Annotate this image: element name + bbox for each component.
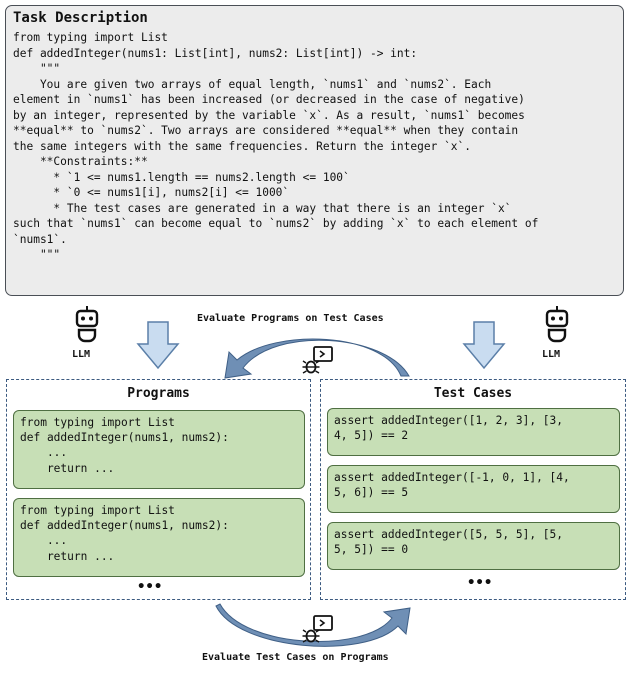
task-line: * The test cases are generated in a way … (13, 201, 512, 215)
task-line: **equal** to `nums2`. Two arrays are con… (13, 124, 519, 137)
code-line: 5, 6]) == 5 (334, 486, 409, 500)
robot-icon (545, 306, 569, 343)
top-caption: Evaluate Programs on Test Cases (197, 313, 384, 324)
task-description-code: from typing import List def addedInteger… (13, 30, 538, 263)
task-description-box: Task Description from typing import List… (5, 5, 624, 296)
task-line: def addedInteger(nums1: List[int], nums2… (13, 46, 418, 60)
code-line: from typing import List (20, 416, 175, 429)
code-line: from typing import List (20, 504, 175, 517)
task-line: * `1 <= nums1.length == nums2.length <= … (13, 170, 350, 184)
task-line: * `0 <= nums1[i], nums2[i] <= 1000` (13, 186, 290, 199)
task-line: """ (13, 62, 61, 75)
code-line: return ... (20, 461, 115, 475)
program-card: from typing import List def addedInteger… (13, 498, 305, 577)
task-line: You are given two arrays of equal length… (13, 77, 492, 91)
tests-more: ••• (467, 575, 493, 591)
task-description-title: Task Description (13, 10, 148, 26)
task-line: the same integers with the same frequenc… (13, 139, 472, 153)
programs-title: Programs (127, 386, 190, 401)
code-line: def addedInteger(nums1, nums2): (20, 431, 229, 445)
task-line: by an integer, represented by the variab… (13, 108, 525, 122)
code-line: assert addedInteger([1, 2, 3], [3, (334, 414, 564, 427)
code-line: return ... (20, 549, 115, 563)
down-arrow-icon (136, 321, 180, 370)
robot-icon (75, 306, 99, 343)
programs-panel: Programs from typing import List def add… (6, 379, 311, 600)
program-card: from typing import List def addedInteger… (13, 410, 305, 489)
test-cases-panel: Test Cases assert addedInteger([1, 2, 3]… (320, 379, 626, 600)
task-line: `nums1`. (13, 232, 67, 246)
bug-terminal-icon (302, 615, 333, 643)
task-line: from typing import List (13, 31, 168, 44)
code-line: 4, 5]) == 2 (334, 429, 409, 443)
task-line: such that `nums1` can become equal to `n… (13, 217, 539, 230)
curved-arrow-icon (224, 338, 410, 379)
task-line: element in `nums1` has been increased (o… (13, 93, 525, 106)
llm-label-right: LLM (542, 349, 561, 360)
code-line: 5, 5]) == 0 (334, 543, 409, 557)
down-arrow-icon (462, 321, 506, 370)
bottom-caption: Evaluate Test Cases on Programs (202, 652, 389, 663)
task-line: **Constraints:** (13, 155, 148, 168)
curved-arrow-icon (215, 603, 411, 647)
llm-label-left: LLM (72, 349, 91, 360)
programs-more: ••• (137, 579, 163, 595)
test-case-card: assert addedInteger([1, 2, 3], [3, 4, 5]… (327, 408, 620, 456)
test-cases-title: Test Cases (433, 386, 513, 401)
test-case-card: assert addedInteger([-1, 0, 1], [4, 5, 6… (327, 465, 620, 513)
task-line: """ (13, 248, 61, 261)
test-case-card: assert addedInteger([5, 5, 5], [5, 5, 5]… (327, 522, 620, 570)
code-line: assert addedInteger([-1, 0, 1], [4, (334, 471, 570, 484)
code-line: assert addedInteger([5, 5, 5], [5, (334, 528, 564, 541)
code-line: ... (20, 534, 68, 548)
code-line: ... (20, 446, 68, 460)
bug-terminal-icon (302, 346, 333, 374)
code-line: def addedInteger(nums1, nums2): (20, 519, 229, 533)
